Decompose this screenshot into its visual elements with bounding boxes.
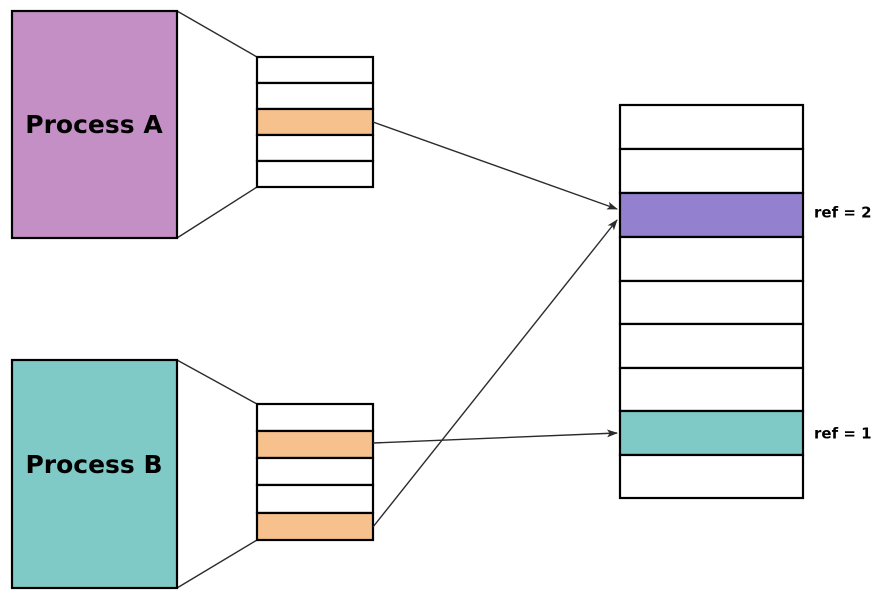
connector-process-a-top [176,10,258,58]
pointer-arrow-group [372,121,618,528]
pointer-process-b-to-private-frame [372,429,618,444]
page-table-b-cell-3[interactable] [255,483,375,515]
page-table-b-cell-0[interactable] [255,402,375,433]
connector-group [176,10,258,589]
page-table-a-cell-0[interactable] [255,55,375,85]
process-a-label: Process A [25,110,163,139]
memory-frame-4[interactable] [618,279,805,326]
memory-frame-1[interactable] [618,147,805,195]
connector-process-b-bottom [176,539,258,589]
page-table-b-cell-2[interactable] [255,456,375,487]
memory-frame-8[interactable] [618,453,805,500]
ref-count-label-private: ref = 1 [814,425,872,443]
ref-count-label-shared: ref = 2 [814,204,872,222]
pointer-process-b-to-shared-frame [372,219,618,528]
physical-memory-table[interactable] [618,103,805,500]
process-a-rect[interactable] [10,9,179,240]
process-b-page-table[interactable] [255,402,375,542]
process-b-rect[interactable] [10,358,179,590]
page-table-a-cell-1[interactable] [255,81,375,111]
page-table-b-cell-4-mapped[interactable] [255,511,375,542]
process-a-page-table[interactable] [255,55,375,189]
memory-frame-5[interactable] [618,322,805,370]
connector-process-b-top [176,359,258,405]
memory-frame-7-private[interactable] [618,409,805,457]
ref-count-label-group: ref = 2 ref = 1 [814,204,872,443]
page-table-a-cell-3[interactable] [255,133,375,163]
memory-frame-2-shared[interactable] [618,191,805,239]
page-table-a-cell-4[interactable] [255,159,375,189]
page-table-b-cell-1-mapped[interactable] [255,429,375,460]
pointer-process-a-to-shared-frame [372,121,618,210]
memory-frame-0[interactable] [618,103,805,151]
memory-frame-6[interactable] [618,366,805,413]
connector-process-a-bottom [176,186,258,239]
process-b-box[interactable]: Process B [10,358,179,590]
page-table-a-cell-2-mapped[interactable] [255,107,375,137]
process-a-box[interactable]: Process A [10,9,179,240]
process-b-label: Process B [25,450,162,479]
memory-frame-3[interactable] [618,235,805,283]
